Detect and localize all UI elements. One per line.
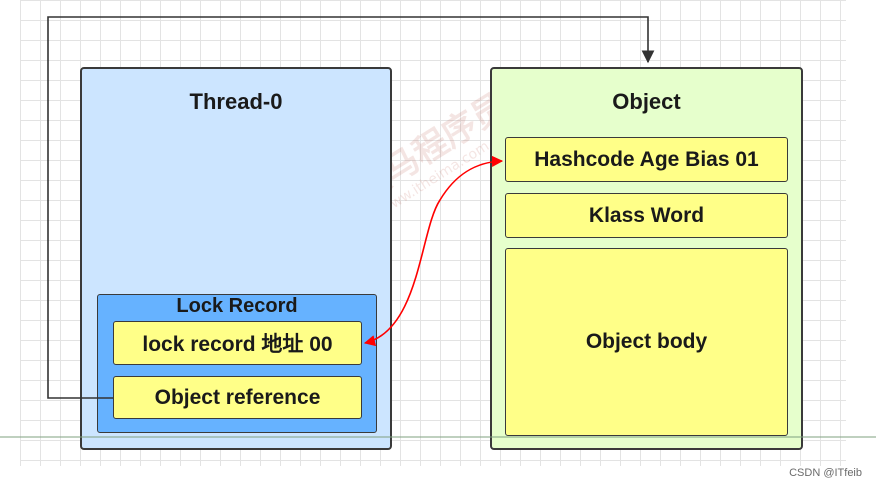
lock-swap-arrow: [363, 155, 504, 347]
object-reference-field: Object reference: [113, 376, 362, 419]
object-title: Object: [612, 89, 681, 114]
lock-record-address-field: lock record 地址 00: [113, 321, 362, 365]
thread-title: Thread-0: [189, 89, 283, 114]
lock-record-title: Lock Record: [176, 295, 298, 317]
mark-word-field: Hashcode Age Bias 01: [505, 137, 788, 182]
object-body-field: Object body: [505, 248, 788, 436]
csdn-credit: CSDN @ITfeib: [789, 467, 862, 479]
klass-word-field: Klass Word: [505, 193, 788, 238]
object-reference-arrow: [47, 16, 655, 399]
